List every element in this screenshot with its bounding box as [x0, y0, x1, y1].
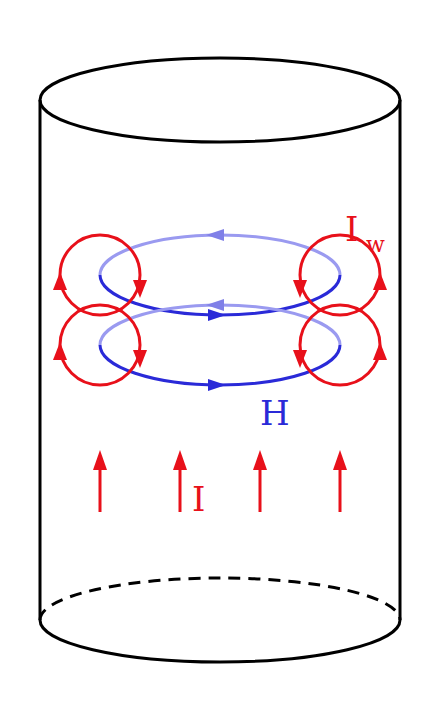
current-arrows	[93, 450, 347, 512]
current-label: I	[345, 212, 358, 246]
field-arrowheads	[206, 229, 226, 391]
subscript-label: w	[366, 234, 385, 256]
field-label: H	[260, 396, 290, 430]
eddy-loops	[60, 235, 380, 385]
cylinder-outline	[40, 58, 400, 662]
eddy-arrowheads	[53, 272, 387, 368]
current-label: I	[192, 482, 205, 516]
